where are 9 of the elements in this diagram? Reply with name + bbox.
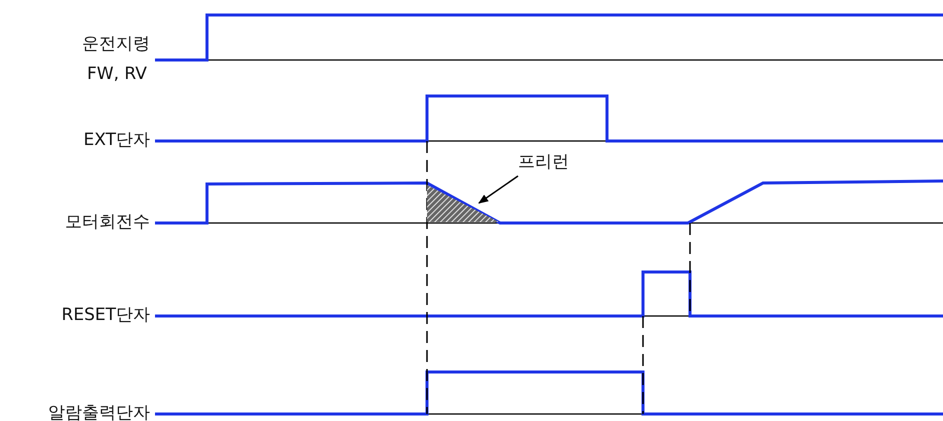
leader-line — [478, 175, 518, 204]
signal-label: 모터회전수 — [65, 212, 150, 232]
hatched-area — [427, 185, 499, 222]
signal-label: 운전지령 — [82, 34, 150, 54]
signal-label: 알람출력단자 — [48, 403, 150, 421]
signal-label: EXT단자 — [84, 130, 150, 150]
signal-label: RESET단자 — [62, 305, 150, 325]
signal-label: FW, RV — [87, 64, 147, 84]
annotation-label: 프리런 — [518, 152, 569, 172]
